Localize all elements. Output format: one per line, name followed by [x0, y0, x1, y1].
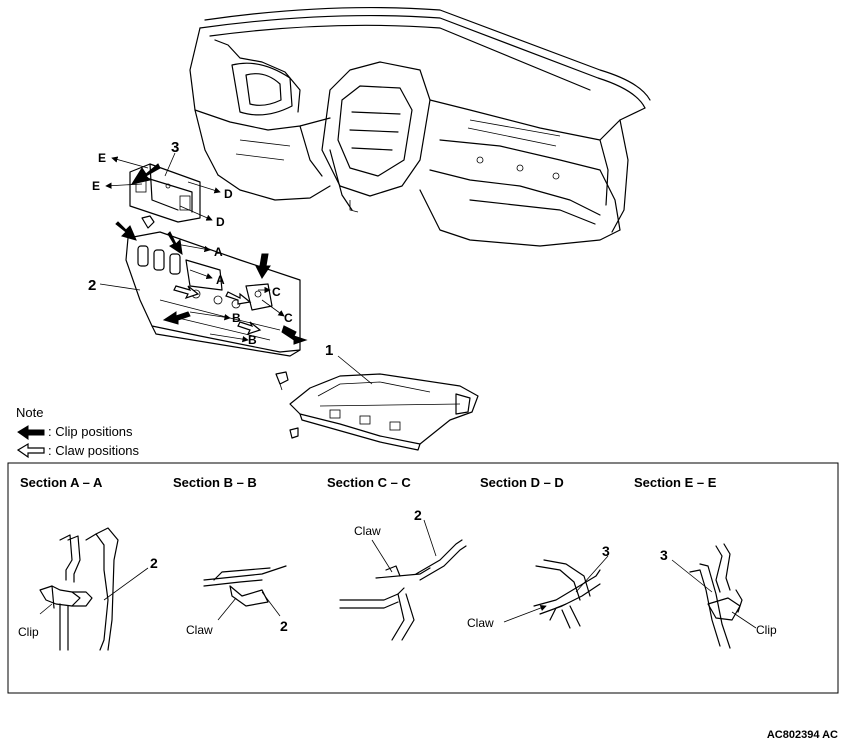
section-c-marker-1: C [272, 285, 281, 299]
section-a-title: Section A – A [20, 475, 103, 490]
section-b-title: Section B – B [173, 475, 257, 490]
filled-arrow-icon [17, 425, 45, 440]
note-clip-text: : Clip positions [48, 424, 133, 439]
section-d-title: Section D – D [480, 475, 564, 490]
section-e-callout: Clip [756, 623, 777, 637]
section-d-callout: Claw [467, 616, 494, 630]
part-3-label: 3 [171, 139, 179, 156]
sections-panel [7, 462, 839, 694]
part-2-panel [99, 221, 308, 391]
section-b-part-label: 2 [280, 618, 288, 634]
hollow-arrow-icon [16, 442, 45, 459]
section-d-marker-1: D [224, 187, 233, 201]
note-claw-text: : Claw positions [48, 443, 140, 458]
section-c-part-label: 2 [414, 507, 422, 523]
figure-code: AC802394 AC [767, 729, 838, 741]
section-c-callout: Claw [354, 524, 381, 538]
section-a-marker-2: A [216, 273, 225, 287]
section-a-callout: Clip [18, 625, 39, 639]
section-e-part-label: 3 [660, 547, 668, 563]
section-d-drawing [503, 555, 609, 629]
section-e-title: Section E – E [634, 475, 717, 490]
section-b-marker-1: B [232, 311, 241, 325]
section-a-drawing [39, 527, 149, 651]
section-b-marker-2: B [248, 333, 257, 347]
legend: Note : Clip positions : Claw positions [16, 405, 140, 459]
section-c-drawing [339, 519, 467, 641]
section-c-marker-2: C [284, 311, 293, 325]
section-a-part-label: 2 [150, 555, 158, 571]
section-a-marker-1: A [214, 245, 223, 259]
section-b-drawing [203, 565, 287, 621]
instrument-panel-illustration [189, 6, 651, 247]
part-3-bracket [105, 152, 221, 229]
section-e-marker-2: E [92, 179, 100, 193]
part-1-label: 1 [325, 342, 333, 359]
section-c-title: Section C – C [327, 475, 411, 490]
section-e-marker-1: E [98, 151, 106, 165]
part-2-label: 2 [88, 277, 96, 294]
section-b-callout: Claw [186, 623, 213, 637]
part-1-undercover [289, 355, 479, 451]
note-title: Note [16, 405, 43, 420]
section-d-part-label: 3 [602, 543, 610, 559]
section-d-marker-2: D [216, 215, 225, 229]
section-e-drawing [671, 543, 757, 649]
